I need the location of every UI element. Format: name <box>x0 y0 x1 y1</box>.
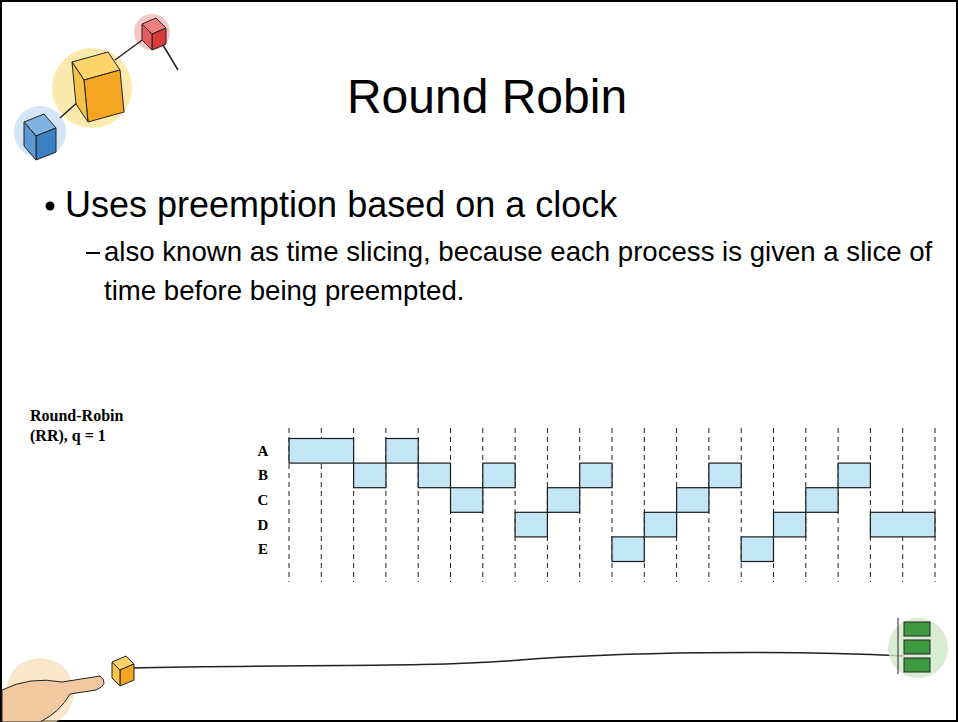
execution-bar <box>580 463 612 488</box>
cube-clipart <box>14 14 178 160</box>
execution-bar <box>612 537 644 562</box>
execution-bar <box>451 488 483 513</box>
execution-bar <box>838 463 870 488</box>
process-label: B <box>254 466 272 484</box>
execution-bar <box>354 463 386 488</box>
bullet-dash <box>86 252 100 254</box>
process-label: C <box>254 491 272 509</box>
stack-clipart <box>888 618 948 678</box>
execution-bar <box>289 439 354 464</box>
execution-bar <box>483 463 515 488</box>
execution-bar <box>547 488 579 513</box>
process-label: A <box>254 442 272 460</box>
time-gridline <box>870 428 871 582</box>
execution-bar <box>677 488 709 513</box>
execution-bar <box>806 488 838 513</box>
time-gridline <box>935 428 936 582</box>
bullet-text: Uses preemption based on a clock <box>65 183 945 227</box>
execution-bar <box>741 537 773 562</box>
chart-label: Round-Robin (RR), q = 1 <box>30 406 162 446</box>
time-gridline <box>902 428 903 582</box>
execution-bars <box>289 439 935 562</box>
process-label: D <box>254 516 272 534</box>
execution-bar <box>870 512 935 537</box>
process-label: E <box>254 540 272 558</box>
execution-bar <box>774 512 806 537</box>
sub-bullet-text: also known as time slicing, because each… <box>104 233 954 310</box>
execution-bar <box>386 439 418 464</box>
execution-bar <box>515 512 547 537</box>
slide-title: Round Robin <box>250 68 724 126</box>
time-gridlines <box>289 428 935 582</box>
execution-bar <box>644 512 676 537</box>
execution-bar <box>709 463 741 488</box>
time-gridline <box>515 428 516 582</box>
hand-clipart <box>2 656 134 722</box>
execution-bar <box>418 463 450 488</box>
footer-line <box>130 653 905 668</box>
bullet-dot <box>46 202 55 211</box>
